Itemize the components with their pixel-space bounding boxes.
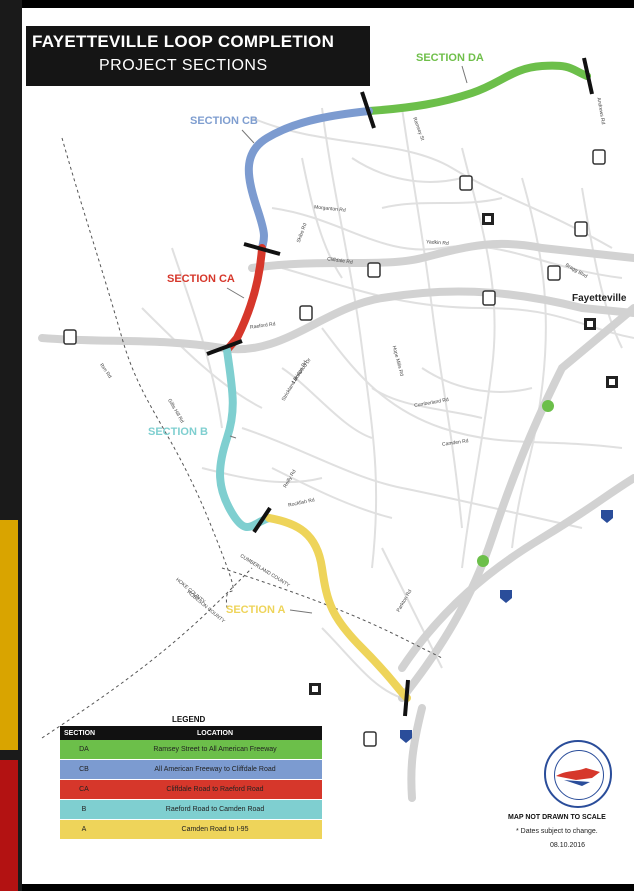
legend-code: CA	[60, 779, 108, 800]
seal-inner-ring	[554, 750, 604, 800]
interstate-shield-icon	[601, 510, 613, 523]
section-da-label: SECTION DA	[416, 52, 484, 64]
route-shields	[63, 149, 618, 747]
county-lines	[41, 137, 443, 739]
nc-route-shield-icon	[477, 555, 489, 567]
us-route-shield-icon	[482, 290, 496, 306]
legend-row: CA Cliffdale Road to Raeford Road	[60, 779, 322, 800]
interstate-shield-icon	[500, 590, 512, 603]
legend-code: DA	[60, 740, 108, 760]
section-b-label: SECTION B	[148, 426, 208, 438]
section-ca-line	[223, 244, 266, 354]
interstate-shield-icon	[482, 213, 494, 225]
interstate-shield-icon	[584, 318, 596, 330]
us-route-shield-icon	[574, 221, 588, 237]
interstate-shield-icon	[400, 730, 412, 743]
legend-col-location: LOCATION	[108, 726, 322, 740]
map-panel: FAYETTEVILLE LOOP COMPLETION PROJECT SEC…	[22, 8, 634, 884]
section-a-label: SECTION A	[226, 604, 286, 616]
ncdot-seal-icon	[544, 740, 612, 808]
section-a-line	[265, 514, 411, 702]
city-label-fayetteville: Fayetteville	[572, 293, 627, 304]
us-route-shield-icon	[299, 305, 313, 321]
nc-route-shield-icon	[542, 400, 554, 412]
minor-roads	[141, 107, 634, 699]
legend-code: CB	[60, 759, 108, 780]
left-edge-strip	[0, 0, 22, 891]
interstate-shield-icon	[606, 376, 618, 388]
label-arrows	[226, 65, 468, 614]
section-b-line	[216, 346, 273, 531]
legend-table: SECTION LOCATION DA Ramsey Street to All…	[60, 726, 322, 840]
legend-row: A Camden Road to I-95	[60, 819, 322, 840]
legend-location: Camden Road to I-95	[108, 819, 322, 840]
not-to-scale-note: MAP NOT DRAWN TO SCALE	[508, 814, 606, 821]
us-route-shield-icon	[63, 329, 77, 345]
legend-location: Raeford Road to Camden Road	[108, 799, 322, 820]
dates-note: * Dates subject to change.	[516, 828, 598, 835]
legend-row: CB All American Freeway to Cliffdale Roa…	[60, 759, 322, 780]
map-canvas	[38, 57, 634, 802]
left-strip-red	[0, 760, 18, 891]
legend-title: LEGEND	[172, 715, 206, 724]
legend-location: All American Freeway to Cliffdale Road	[108, 759, 322, 780]
seal-map-shape	[556, 768, 600, 786]
us-route-shield-icon	[592, 149, 606, 165]
interstate-shield-icon	[309, 683, 321, 695]
section-ca-label: SECTION CA	[167, 273, 235, 285]
us-route-shield-icon	[459, 175, 473, 191]
legend-code: B	[60, 799, 108, 820]
us-route-shield-icon	[547, 265, 561, 281]
section-boundaries	[206, 57, 594, 717]
legend-row: DA Ramsey Street to All American Freeway	[60, 740, 322, 760]
legend-row: B Raeford Road to Camden Road	[60, 799, 322, 820]
map-subtitle: PROJECT SECTIONS	[99, 57, 268, 74]
section-cb-label: SECTION CB	[190, 115, 258, 127]
legend-location: Ramsey Street to All American Freeway	[108, 740, 322, 760]
legend-col-section: SECTION	[60, 726, 108, 740]
section-cb-line	[244, 107, 373, 252]
left-strip-yellow	[0, 520, 18, 750]
us-route-shield-icon	[367, 262, 381, 278]
legend-location: Cliffdale Road to Raeford Road	[108, 779, 322, 800]
legend-code: A	[60, 819, 108, 840]
map-title: FAYETTEVILLE LOOP COMPLETION	[32, 32, 335, 51]
us-route-shield-icon	[363, 731, 377, 747]
map-title-box: FAYETTEVILLE LOOP COMPLETION PROJECT SEC…	[26, 26, 370, 86]
section-da-line	[365, 61, 591, 115]
loop-sections	[216, 61, 591, 702]
map-date: 08.10.2016	[550, 842, 586, 849]
